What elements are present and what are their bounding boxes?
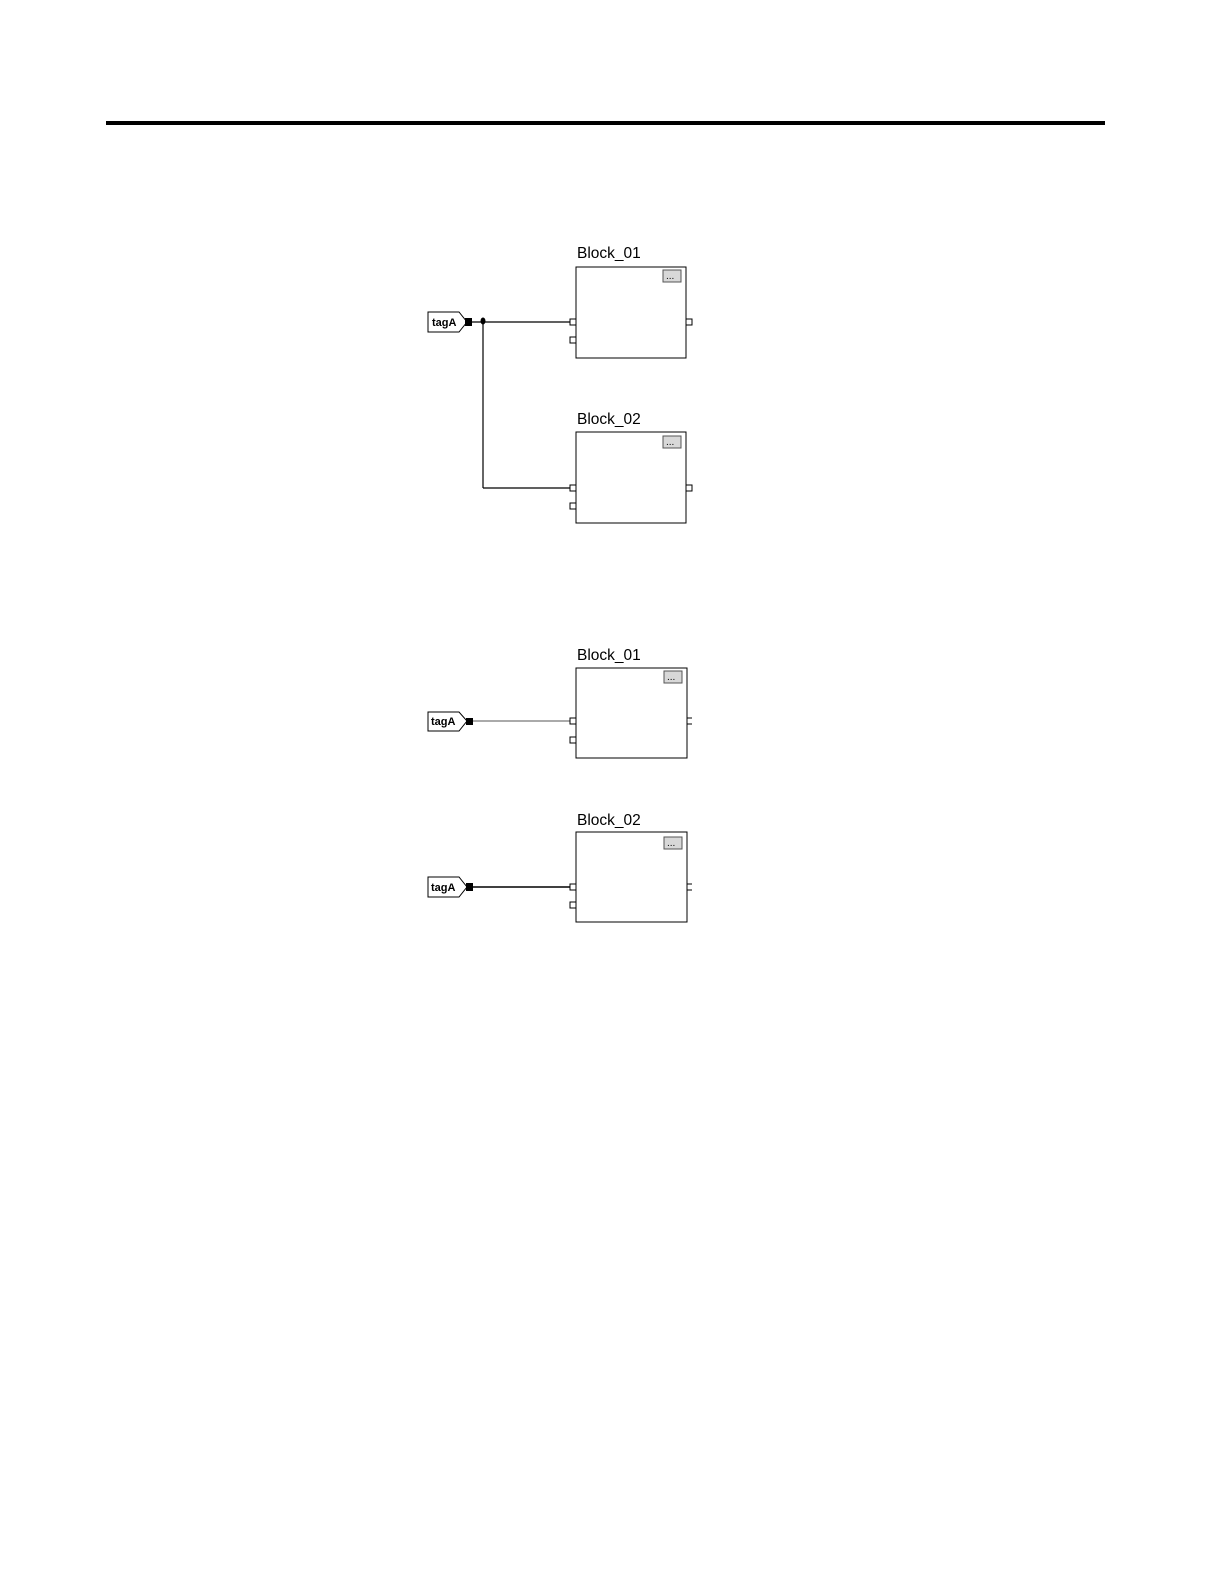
function-block[interactable]: Block_01 ... — [570, 647, 692, 758]
function-block[interactable]: Block_01 ... — [570, 245, 692, 358]
wire-junction-dot — [481, 318, 486, 325]
output-pin[interactable] — [686, 485, 692, 491]
input-pin[interactable] — [570, 902, 576, 908]
output-pin[interactable] — [687, 884, 692, 890]
input-reference-tag[interactable]: tagA — [428, 312, 472, 332]
input-pin[interactable] — [570, 337, 576, 343]
svg-text:...: ... — [667, 838, 675, 849]
function-block[interactable]: Block_02 ... — [570, 812, 692, 922]
tag-label: tagA — [431, 716, 456, 728]
svg-text:...: ... — [666, 271, 674, 282]
input-reference-tag[interactable]: tagA — [428, 877, 473, 897]
wires — [472, 318, 570, 489]
input-pin[interactable] — [570, 884, 576, 890]
svg-text:...: ... — [666, 437, 674, 448]
tag-output-pin[interactable] — [465, 318, 472, 326]
function-block[interactable]: Block_02 ... — [570, 411, 692, 523]
tag-output-pin[interactable] — [466, 883, 473, 891]
input-pin[interactable] — [570, 319, 576, 325]
output-pin[interactable] — [687, 718, 692, 724]
block-title: Block_01 — [577, 245, 641, 262]
block-properties-button[interactable]: ... — [663, 270, 681, 282]
input-pin[interactable] — [570, 485, 576, 491]
block-title: Block_01 — [577, 647, 641, 664]
diagram-top: tagA Block_01 ... — [428, 245, 692, 523]
svg-text:...: ... — [667, 672, 675, 683]
input-pin[interactable] — [570, 503, 576, 509]
tag-label: tagA — [431, 882, 456, 894]
block-title: Block_02 — [577, 411, 641, 428]
block-properties-button[interactable]: ... — [663, 436, 681, 448]
input-pin[interactable] — [570, 737, 576, 743]
tag-label: tagA — [432, 317, 457, 329]
input-pin[interactable] — [570, 718, 576, 724]
input-reference-tag[interactable]: tagA — [428, 712, 473, 731]
output-pin[interactable] — [686, 319, 692, 325]
block-properties-button[interactable]: ... — [664, 671, 682, 683]
diagram-bottom: tagA Block_01 ... tagA — [428, 647, 692, 922]
tag-output-pin[interactable] — [466, 718, 473, 725]
block-title: Block_02 — [577, 812, 641, 829]
block-properties-button[interactable]: ... — [664, 837, 682, 849]
